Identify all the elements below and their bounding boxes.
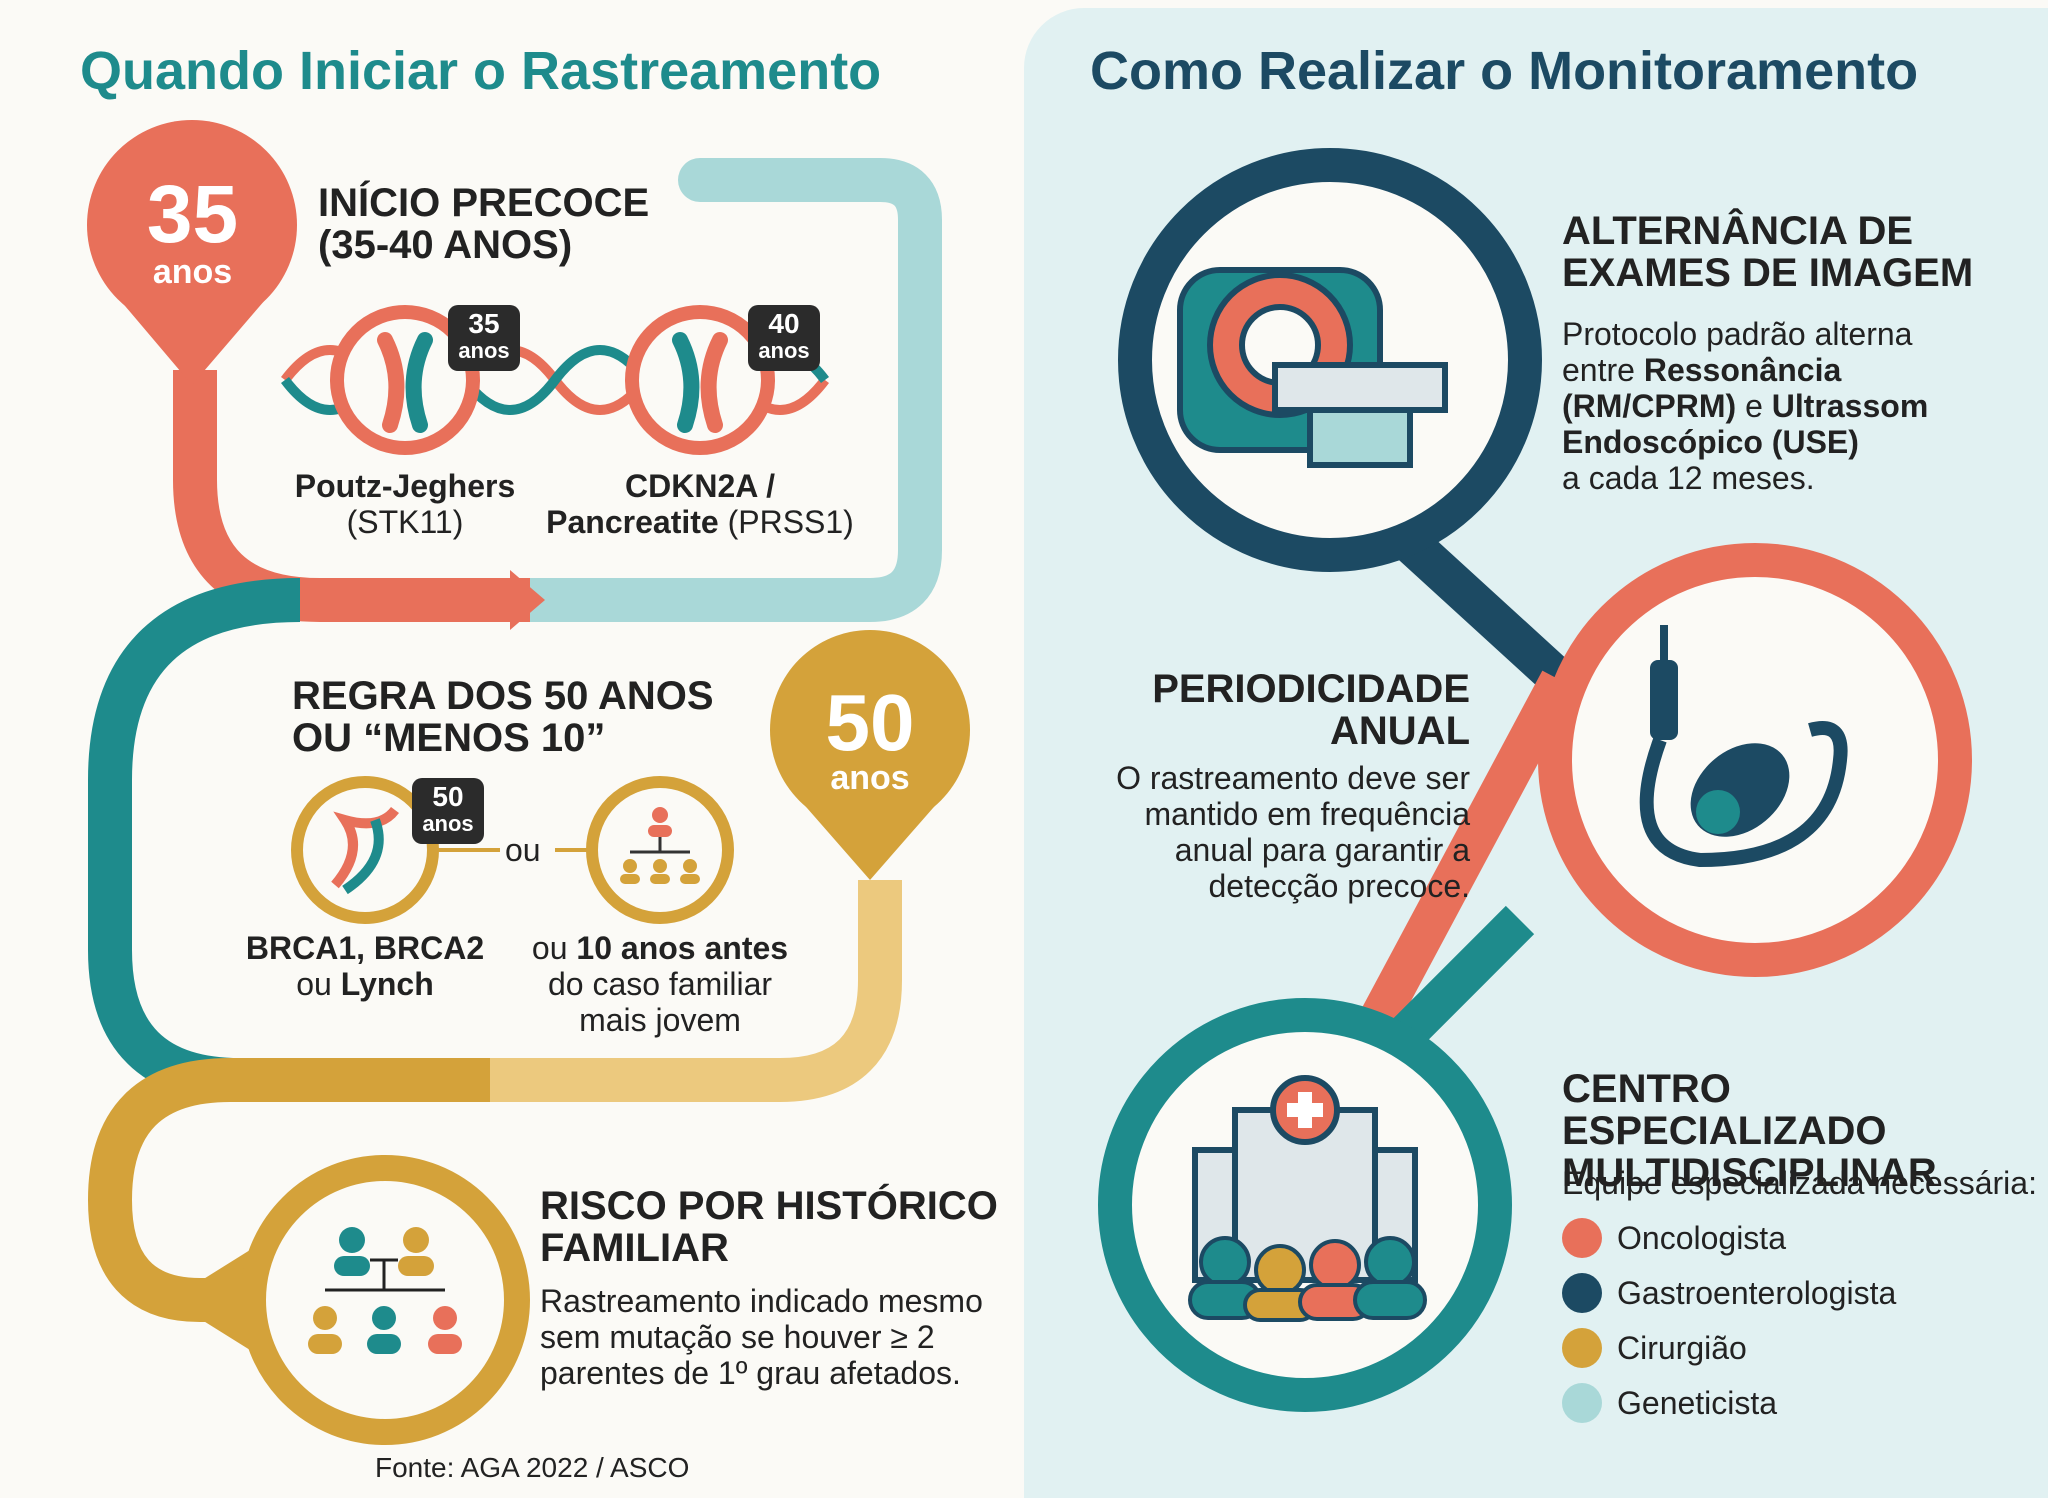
page-title-right: Como Realizar o Monitoramento bbox=[1090, 41, 1919, 101]
hospital-icon bbox=[1188, 1075, 1427, 1322]
chromosome-icon bbox=[672, 332, 728, 433]
section-periodicity-body: O rastreamento deve ser mantido em frequ… bbox=[1116, 760, 1470, 904]
item-10years-label: ou 10 anos antes do caso familiar mais j… bbox=[531, 930, 789, 1038]
section-center-heading: CENTRO ESPECIALIZADO MULTIDISCIPLINAR bbox=[1562, 1067, 1937, 1195]
family-tree-icon bbox=[620, 807, 700, 884]
ribbon-segment-lightteal bbox=[508, 158, 942, 622]
circle-family-history bbox=[240, 1155, 530, 1445]
age-badge: 40 anos bbox=[748, 305, 820, 371]
section-50-heading: REGRA DOS 50 ANOS OU “MENOS 10” bbox=[292, 674, 714, 760]
team-item-gastro: Gastroenterologista bbox=[1617, 1275, 1897, 1311]
source-note: Fonte: AGA 2022 / ASCO bbox=[375, 1452, 690, 1483]
connector-or: ou bbox=[505, 832, 541, 868]
section-imaging-heading: ALTERNÂNCIA DE EXAMES DE IMAGEM bbox=[1562, 209, 1974, 295]
ribbon-arrow-gold bbox=[170, 1250, 250, 1350]
pin-35 bbox=[87, 120, 297, 330]
stomach-icon bbox=[1562, 1273, 1602, 1313]
pin-50-label: 50 anos bbox=[825, 678, 915, 797]
item-peutz-label: Poutz-Jeghers (STK11) bbox=[294, 468, 516, 540]
ribbon-arrow-coral bbox=[510, 570, 545, 630]
page-title-left: Quando Iniciar o Rastreamento bbox=[80, 41, 882, 101]
doctor-icon bbox=[1562, 1218, 1602, 1258]
age-badge: 35 anos bbox=[448, 305, 520, 371]
item-brca-label: BRCA1, BRCA2 ou Lynch bbox=[245, 930, 485, 1002]
section-center-subtitle: Equipe especializada necessária: bbox=[1562, 1165, 2037, 1201]
dna-icon bbox=[331, 806, 399, 895]
section-family-heading: RISCO POR HISTÓRICO FAMILIAR bbox=[540, 1184, 998, 1270]
mri-scanner-icon bbox=[1177, 267, 1448, 468]
section-early-heading: INÍCIO PRECOCE (35-40 ANOS) bbox=[318, 181, 650, 267]
ribbon-segment-coral bbox=[173, 370, 530, 622]
circle-item-peutz bbox=[330, 305, 480, 455]
endoscope-icon bbox=[1639, 625, 1848, 868]
scalpel-icon bbox=[1562, 1328, 1602, 1368]
age-badge: 50 anos bbox=[412, 778, 484, 844]
section-family-body: Rastreamento indicado mesmo sem mutação … bbox=[540, 1283, 983, 1391]
item-cdkn2a-label: CDKN2A / Pancreatite (PRSS1) bbox=[546, 468, 854, 540]
team-item-oncologist: Oncologista bbox=[1617, 1220, 1786, 1256]
team-item-surgeon: Cirurgião bbox=[1617, 1330, 1747, 1366]
section-imaging-body: Protocolo padrão alterna entre Ressonânc… bbox=[1562, 316, 1929, 496]
pin-50 bbox=[770, 630, 970, 830]
ribbon-segment-gold bbox=[87, 1058, 490, 1322]
family-tree-icon bbox=[308, 1227, 462, 1354]
section-periodicity-heading: PERIODICIDADE ANUAL bbox=[1152, 667, 1470, 753]
dna-icon bbox=[1562, 1383, 1602, 1423]
team-item-geneticist: Geneticista bbox=[1617, 1385, 1778, 1421]
circle-item-cdkn2a bbox=[625, 305, 775, 455]
ribbon-segment-lightgold bbox=[490, 880, 902, 1102]
chromosome-icon bbox=[377, 332, 433, 433]
pin-35-label: 35 anos bbox=[146, 169, 239, 291]
